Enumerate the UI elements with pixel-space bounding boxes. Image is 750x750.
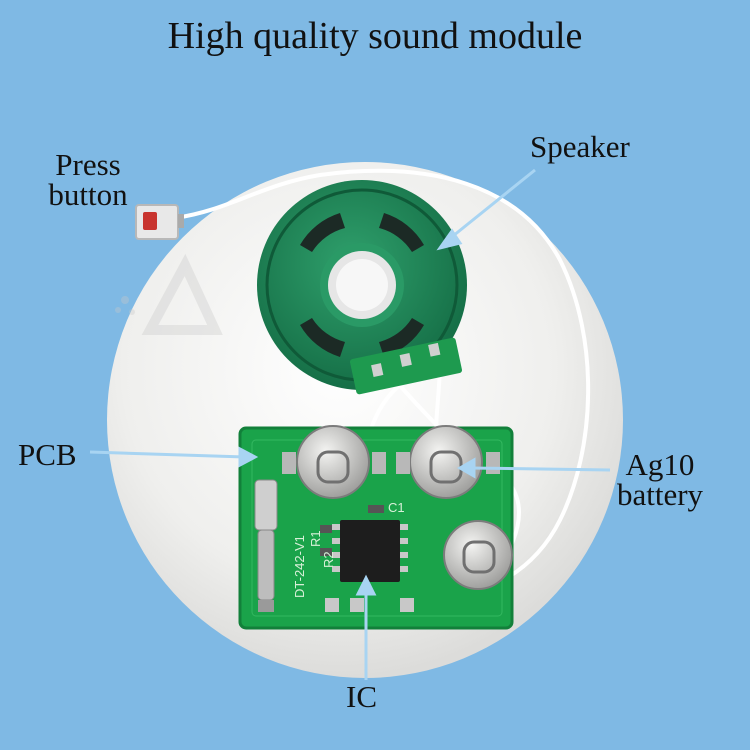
label-pcb: PCB	[18, 437, 77, 472]
label-battery-line1: Ag10	[625, 447, 695, 482]
pcb-board: DT-242-V1 C1 R1 R2	[238, 425, 514, 630]
pcb-r2-text: R2	[321, 551, 336, 568]
pcb-model-text: DT-242-V1	[292, 535, 307, 598]
label-ic: IC	[346, 679, 377, 714]
label-battery-line2: battery	[616, 477, 704, 512]
press-button-component	[135, 204, 184, 240]
watermark-logo	[115, 253, 223, 335]
label-press-line2: button	[48, 177, 128, 212]
speaker-component	[257, 180, 467, 395]
label-battery: Ag10 battery	[600, 447, 720, 512]
page-title: High quality sound module	[167, 15, 583, 57]
label-press-line1: Press	[55, 147, 121, 182]
label-speaker: Speaker	[530, 129, 630, 164]
callout-arrows	[89, 168, 611, 680]
pcb-r1-text: R1	[308, 530, 323, 547]
pcb-c1-text: C1	[388, 500, 405, 515]
label-press-button: Press button	[38, 147, 138, 212]
